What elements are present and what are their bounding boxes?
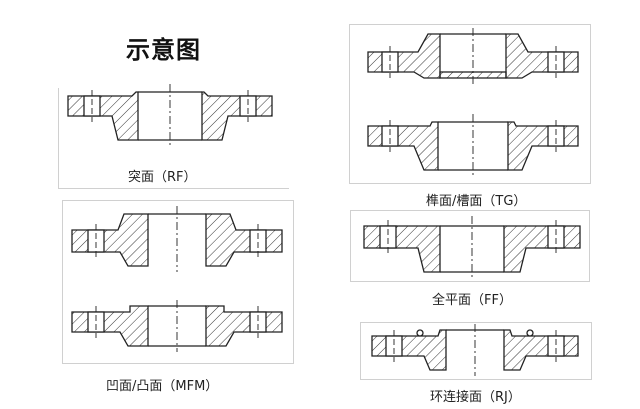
flange-tg-tongue [367,28,579,84]
caption-mfm: 凹面/凸面（MFM） [106,379,219,394]
flange-mfm-female [71,300,283,352]
diagram-title: 示意图 [126,36,201,64]
flange-tg-groove [367,114,579,176]
caption-rj: 环连接面（RJ） [430,390,521,405]
caption-ff: 全平面（FF） [432,293,512,308]
flange-ff [363,216,581,278]
frame-tg [349,24,591,184]
flange-rj [371,324,579,376]
caption-tg: 榫面/槽面（TG） [426,194,527,209]
frame-mfm [62,200,294,364]
caption-rf: 突面（RF） [128,170,197,185]
flange-mfm-male [71,206,283,272]
flange-rf [67,84,273,146]
